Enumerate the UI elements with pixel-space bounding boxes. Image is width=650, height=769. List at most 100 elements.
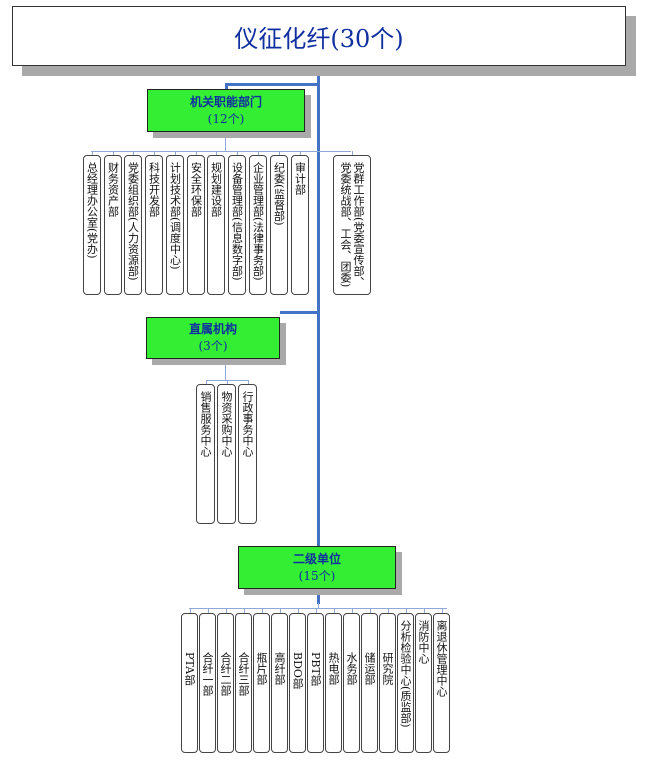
unit-box: 科技开发部 [145,155,163,295]
direct-header: 直属机构 (3个) [146,317,280,359]
secondary-bus-stem [318,603,319,609]
drop-line [190,608,191,613]
trunk-line [317,66,320,603]
unit-box: 合纤一部 [199,613,216,753]
unit-label: 消防中心 [417,620,430,664]
drop-line [133,151,134,155]
unit-box: BDO部 [289,613,306,753]
drop-line [113,151,114,155]
unit-label: 审计部 [293,162,307,195]
unit-box: 计划技术部(调度中心) [166,155,184,295]
org-title: 仪征化纤(30个) [234,24,404,53]
unit-label: 行政事务中心 [241,391,254,457]
functional-header: 机关职能部门 (12个) [147,89,305,132]
drop-line [175,151,176,155]
unit-label: 计划技术部(调度中心) [168,162,182,270]
unit-box: 储运部 [361,613,378,753]
unit-label: 离退休管理中心 [435,620,448,697]
unit-label: 高纤部 [273,652,286,685]
unit-box: 规划建设部 [207,155,225,295]
unit-box: 纪委(监督部) [270,155,288,295]
drop-line [216,151,217,155]
unit-box: 离退休管理中心 [433,613,450,753]
unit-label: 瓶片部 [255,652,268,685]
drop-line [442,608,443,613]
org-title-box: 仪征化纤(30个) [12,6,626,66]
drop-line [406,608,407,613]
drop-line [334,608,335,613]
unit-label: 水务部 [345,652,358,685]
unit-box: 企业管理部(法律事务部) [249,155,267,295]
unit-label: 合纤二部 [219,652,232,696]
unit-label: 企业管理部(法律事务部) [251,162,265,281]
unit-label: 纪委(监督部) [272,162,286,226]
drop-line [258,151,259,155]
unit-box: 热电部 [325,613,342,753]
drop-line [279,151,280,155]
functional-bus [91,151,351,152]
direct-count: (3个) [198,339,228,353]
unit-box: 总经理办公室(党办) [83,155,101,295]
secondary-name: 二级单位 [292,551,341,566]
unit-label: 物资采购中心 [220,391,233,457]
drop-line [300,151,301,155]
unit-label: 研究院 [381,652,394,685]
unit-label: 设备管理部(信息数字部) [230,162,244,281]
unit-label: PTA部 [183,652,196,686]
unit-label: 安全环保部 [189,162,203,217]
unit-box: 瓶片部 [253,613,270,753]
direct-bus-stem [225,359,226,381]
drop-line [424,608,425,613]
unit-label: PBT部 [309,652,322,686]
direct-name: 直属机构 [188,322,237,336]
unit-box: 物资采购中心 [217,384,236,524]
unit-label: 销售服务中心 [199,391,212,457]
unit-box: 研究院 [379,613,396,753]
unit-box: 高纤部 [271,613,288,753]
drop-line [154,151,155,155]
drop-line [298,608,299,613]
unit-box: 合纤三部 [235,613,252,753]
unit-label: 总经理办公室(党办) [85,162,99,259]
drop-line [227,380,228,384]
unit-label: 分析检验中心(质监部) [399,620,412,728]
unit-box: 审计部 [291,155,309,295]
unit-label: 党委组织部(人力资源部) [126,162,140,281]
unit-box: 水务部 [343,613,360,753]
drop-line [388,608,389,613]
functional-name: 机关职能部门 [189,94,262,109]
drop-line [352,151,353,155]
unit-box: PTA部 [181,613,198,753]
unit-box: 合纤二部 [217,613,234,753]
drop-line [262,608,263,613]
drop-line [316,608,317,613]
unit-box: 消防中心 [415,613,432,753]
connector-secondary-stub [317,592,320,604]
drop-line [248,380,249,384]
unit-box: 安全环保部 [187,155,205,295]
unit-label: 热电部 [327,652,340,685]
unit-label: 储运部 [363,652,376,685]
unit-label: 科技开发部 [147,162,161,217]
unit-box: 党群工作部(党委宣传部、党委统战部、工会、团委) [333,155,371,295]
unit-box: 党委组织部(人力资源部) [124,155,142,295]
drop-line [352,608,353,613]
unit-label: BDO部 [291,652,304,689]
unit-box: PBT部 [307,613,324,753]
connector-direct [280,311,320,314]
functional-bus-stem [225,132,226,152]
unit-label: 党群工作部(党委宣传部、党委统战部、工会、团委) [339,162,365,288]
unit-label: 规划建设部 [209,162,223,217]
drop-line [226,608,227,613]
drop-line [206,380,207,384]
connector-functional-stub [225,83,228,91]
unit-label: 合纤三部 [237,652,250,696]
unit-box: 销售服务中心 [196,384,215,524]
functional-count: (12个) [207,111,245,126]
drop-line [208,608,209,613]
drop-line [244,608,245,613]
unit-label: 合纤一部 [201,652,214,696]
unit-box: 行政事务中心 [238,384,257,524]
drop-line [92,151,93,155]
drop-line [196,151,197,155]
